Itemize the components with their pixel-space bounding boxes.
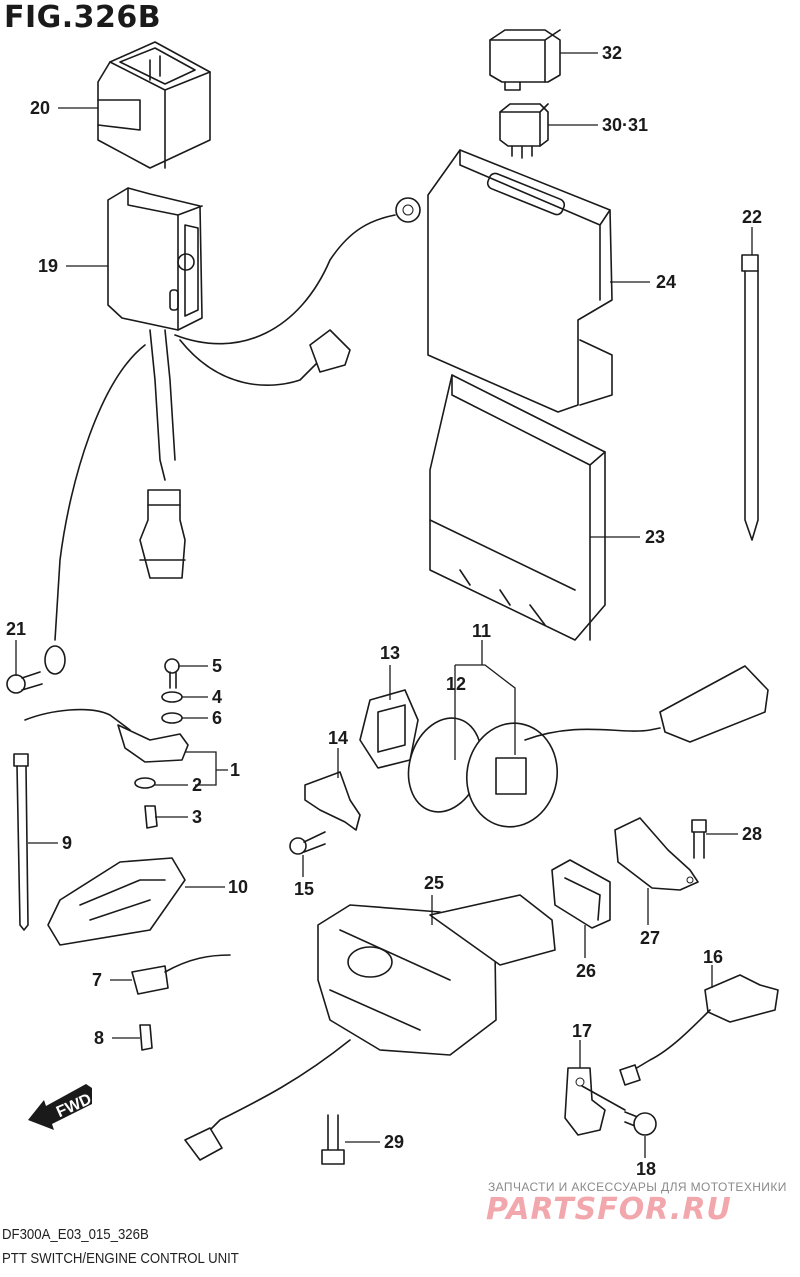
part-9-cable-tie xyxy=(13,753,29,931)
callout-21[interactable]: 21 xyxy=(6,619,27,639)
part-1-trim-sensor xyxy=(24,658,189,829)
part-14-clamp xyxy=(289,771,361,855)
callout-30-31[interactable]: 30·31 xyxy=(602,115,649,135)
figure-code: DF300A_E03_015_326B xyxy=(2,1226,149,1243)
callout-4[interactable]: 4 xyxy=(212,687,223,707)
callout-12[interactable]: 12 xyxy=(446,674,467,694)
part-17-clip xyxy=(564,1067,657,1136)
callout-18[interactable]: 18 xyxy=(636,1159,657,1179)
part-29-bolt xyxy=(321,1114,345,1165)
leader-lines xyxy=(15,52,753,1158)
callout-1[interactable]: 1 xyxy=(230,760,241,780)
part-23-ecu xyxy=(429,374,606,641)
part-20-cover xyxy=(97,41,211,169)
part-21-bolt xyxy=(6,671,43,694)
watermark-tagline: ЗАПЧАСТИ И АКСЕССУАРЫ ДЛЯ МОТОТЕХНИКИ xyxy=(488,1180,787,1194)
callout-24[interactable]: 24 xyxy=(656,272,677,292)
callout-29[interactable]: 29 xyxy=(384,1132,405,1152)
callout-9[interactable]: 9 xyxy=(62,833,73,853)
callout-17[interactable]: 17 xyxy=(572,1021,593,1041)
callout-8[interactable]: 8 xyxy=(94,1028,105,1048)
figure-name: PTT SWITCH/ENGINE CONTROL UNIT xyxy=(2,1250,239,1267)
callout-10[interactable]: 10 xyxy=(228,877,249,897)
callout-25[interactable]: 25 xyxy=(424,873,445,893)
part-22-cable-tie xyxy=(741,254,759,541)
callout-20[interactable]: 20 xyxy=(30,98,51,118)
part-26-bushing xyxy=(551,859,611,929)
callout-11[interactable]: 11 xyxy=(472,621,492,641)
callout-22[interactable]: 22 xyxy=(742,207,763,227)
part-10-switch-cover xyxy=(47,857,186,946)
callout-2[interactable]: 2 xyxy=(192,775,203,795)
fwd-direction-marker: FWD xyxy=(26,1070,96,1135)
callout-23[interactable]: 23 xyxy=(645,527,666,547)
callout-28[interactable]: 28 xyxy=(742,824,763,844)
callout-32[interactable]: 32 xyxy=(602,43,623,63)
part-28-bolt xyxy=(691,819,707,859)
callout-7[interactable]: 7 xyxy=(92,970,103,990)
part-11-sensor-assembly xyxy=(359,665,769,828)
part-32-relay-cover xyxy=(489,29,561,91)
part-30-31-relay xyxy=(499,103,549,159)
callout-13[interactable]: 13 xyxy=(380,643,401,663)
callout-19[interactable]: 19 xyxy=(38,256,59,276)
watermark-brand: PARTSFOR.RU xyxy=(486,1192,732,1227)
part-24-ecu-cover xyxy=(427,149,613,413)
part-27-bracket xyxy=(614,817,699,891)
part-16-switch xyxy=(619,974,779,1086)
callout-16[interactable]: 16 xyxy=(703,947,724,967)
part-19-ptt-switch xyxy=(44,187,421,675)
part-25-trim-motor xyxy=(184,894,556,1161)
callout-27[interactable]: 27 xyxy=(640,928,661,948)
callout-5[interactable]: 5 xyxy=(212,656,223,676)
callout-26[interactable]: 26 xyxy=(576,961,597,981)
callout-6[interactable]: 6 xyxy=(212,708,223,728)
callout-3[interactable]: 3 xyxy=(192,807,203,827)
callout-14[interactable]: 14 xyxy=(328,728,349,748)
figure-title: FIG.326B xyxy=(4,0,162,35)
callout-15[interactable]: 15 xyxy=(294,879,315,899)
fwd-arrow-icon: FWD xyxy=(28,1084,94,1130)
part-7-micro-switch xyxy=(131,954,231,1051)
